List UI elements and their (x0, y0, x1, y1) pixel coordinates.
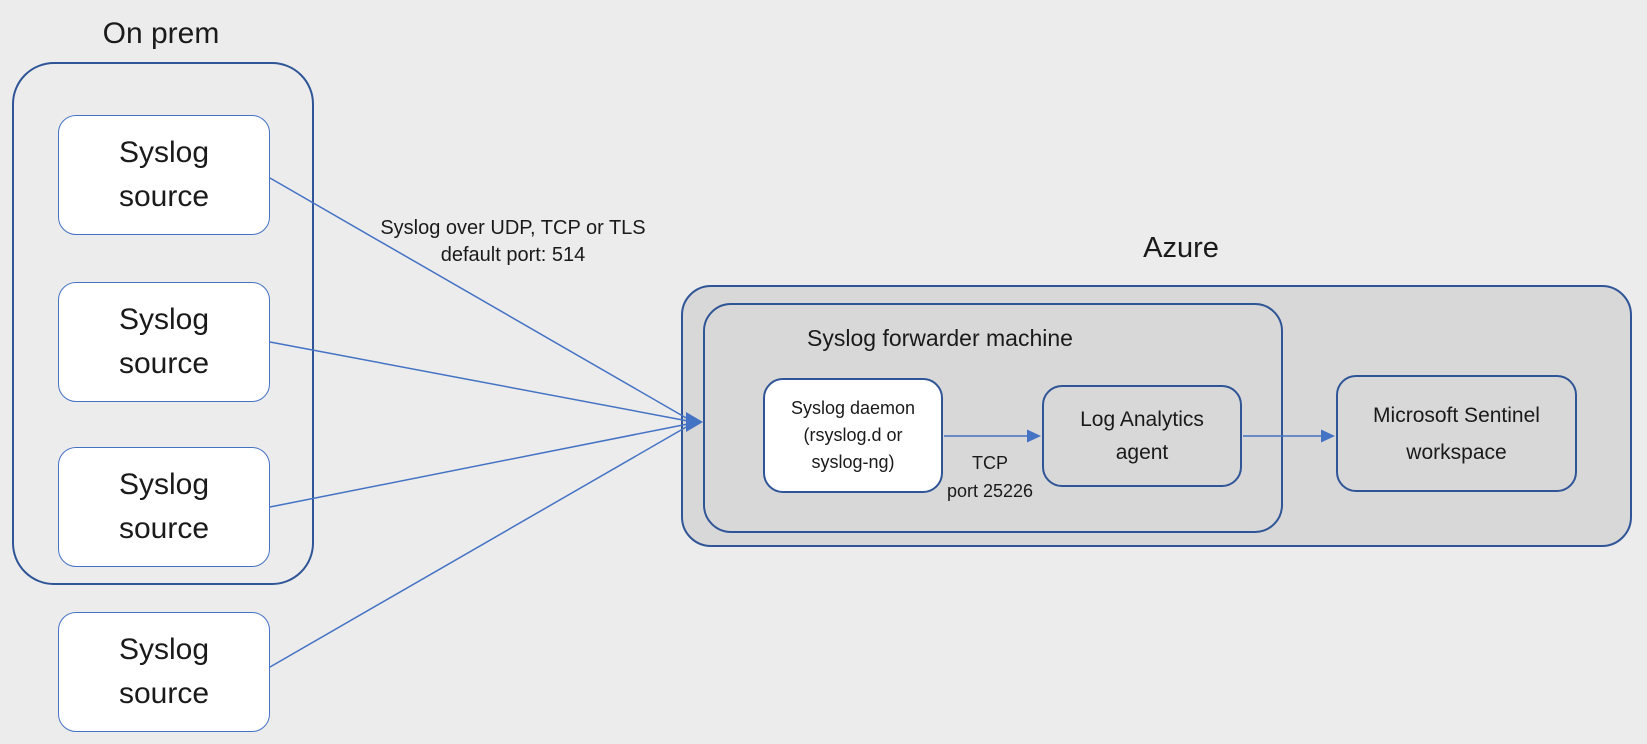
syslog-source-label: Syslog source (118, 633, 210, 710)
syslog-forwarder-container (703, 303, 1283, 533)
syslog-source-label: Syslog source (118, 136, 210, 213)
tcp-port-label-line2: port 25226 (946, 481, 1034, 501)
log-analytics-agent-label: Log Analytics agent (1080, 408, 1204, 464)
syslog-source-label: Syslog source (118, 303, 210, 380)
arrow-source3-to-forwarder (269, 423, 689, 508)
syslog-daemon-box: Syslog daemon (rsyslog.d or syslog-ng) (763, 378, 943, 493)
tcp-port-label: TCP port 25226 (928, 449, 1052, 505)
syslog-source-box: Syslog source (58, 447, 270, 567)
syslog-forwarder-title: Syslog forwarder machine (807, 325, 1073, 351)
tcp-port-label-line1: TCP (972, 453, 1008, 473)
syslog-source-box: Syslog source (58, 115, 270, 235)
syslog-daemon-label: Syslog daemon (rsyslog.d or syslog-ng) (790, 398, 916, 472)
on-prem-title: On prem (102, 17, 220, 50)
syslog-source-box: Syslog source (58, 282, 270, 402)
azure-title: Azure (1143, 232, 1219, 264)
syslog-protocol-label-line2: default port: 514 (440, 244, 586, 266)
syslog-protocol-label-line1: Syslog over UDP, TCP or TLS (380, 217, 646, 239)
syslog-source-box: Syslog source (58, 612, 270, 732)
syslog-protocol-label: Syslog over UDP, TCP or TLS default port… (363, 215, 663, 269)
arrow-source2-to-forwarder (269, 341, 689, 422)
log-analytics-agent-box: Log Analytics agent (1042, 385, 1242, 487)
syslog-source-label: Syslog source (118, 468, 210, 545)
sentinel-workspace-box: Microsoft Sentinel workspace (1336, 375, 1577, 492)
arrow-source4-to-forwarder (269, 425, 689, 668)
sentinel-workspace-label: Microsoft Sentinel workspace (1373, 403, 1540, 464)
